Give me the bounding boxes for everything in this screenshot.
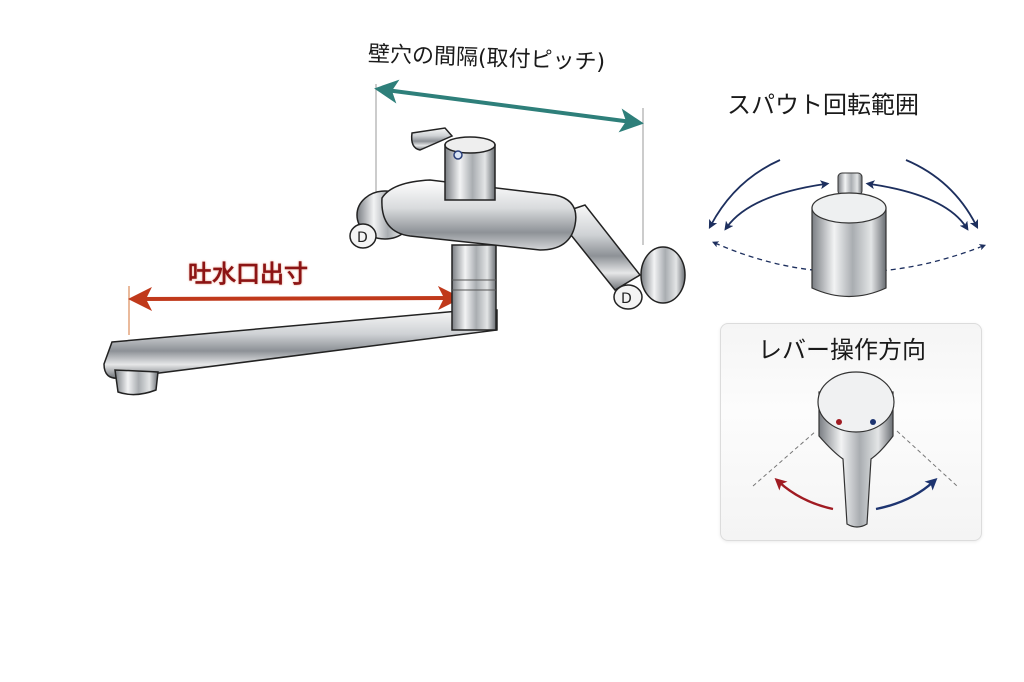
- svg-text:D: D: [357, 230, 368, 246]
- lever-operation-card: レバー操作方向: [720, 323, 982, 541]
- svg-text:D: D: [621, 291, 632, 307]
- mounting-pitch-dimension: [374, 79, 644, 245]
- lever-operation-label: レバー操作方向: [758, 336, 926, 364]
- hot-indicator-icon: [836, 419, 842, 425]
- lever-illustration: [752, 371, 958, 528]
- spout-reach-dimension: [128, 286, 462, 335]
- cold-indicator-icon: [870, 419, 876, 425]
- spout-reach-label: 吐水口出寸: [188, 260, 308, 288]
- faucet-illustration: D D: [103, 127, 686, 396]
- spout-rotation-inset: [708, 159, 987, 297]
- spout-rotation-label: スパウト回転範囲: [727, 91, 919, 119]
